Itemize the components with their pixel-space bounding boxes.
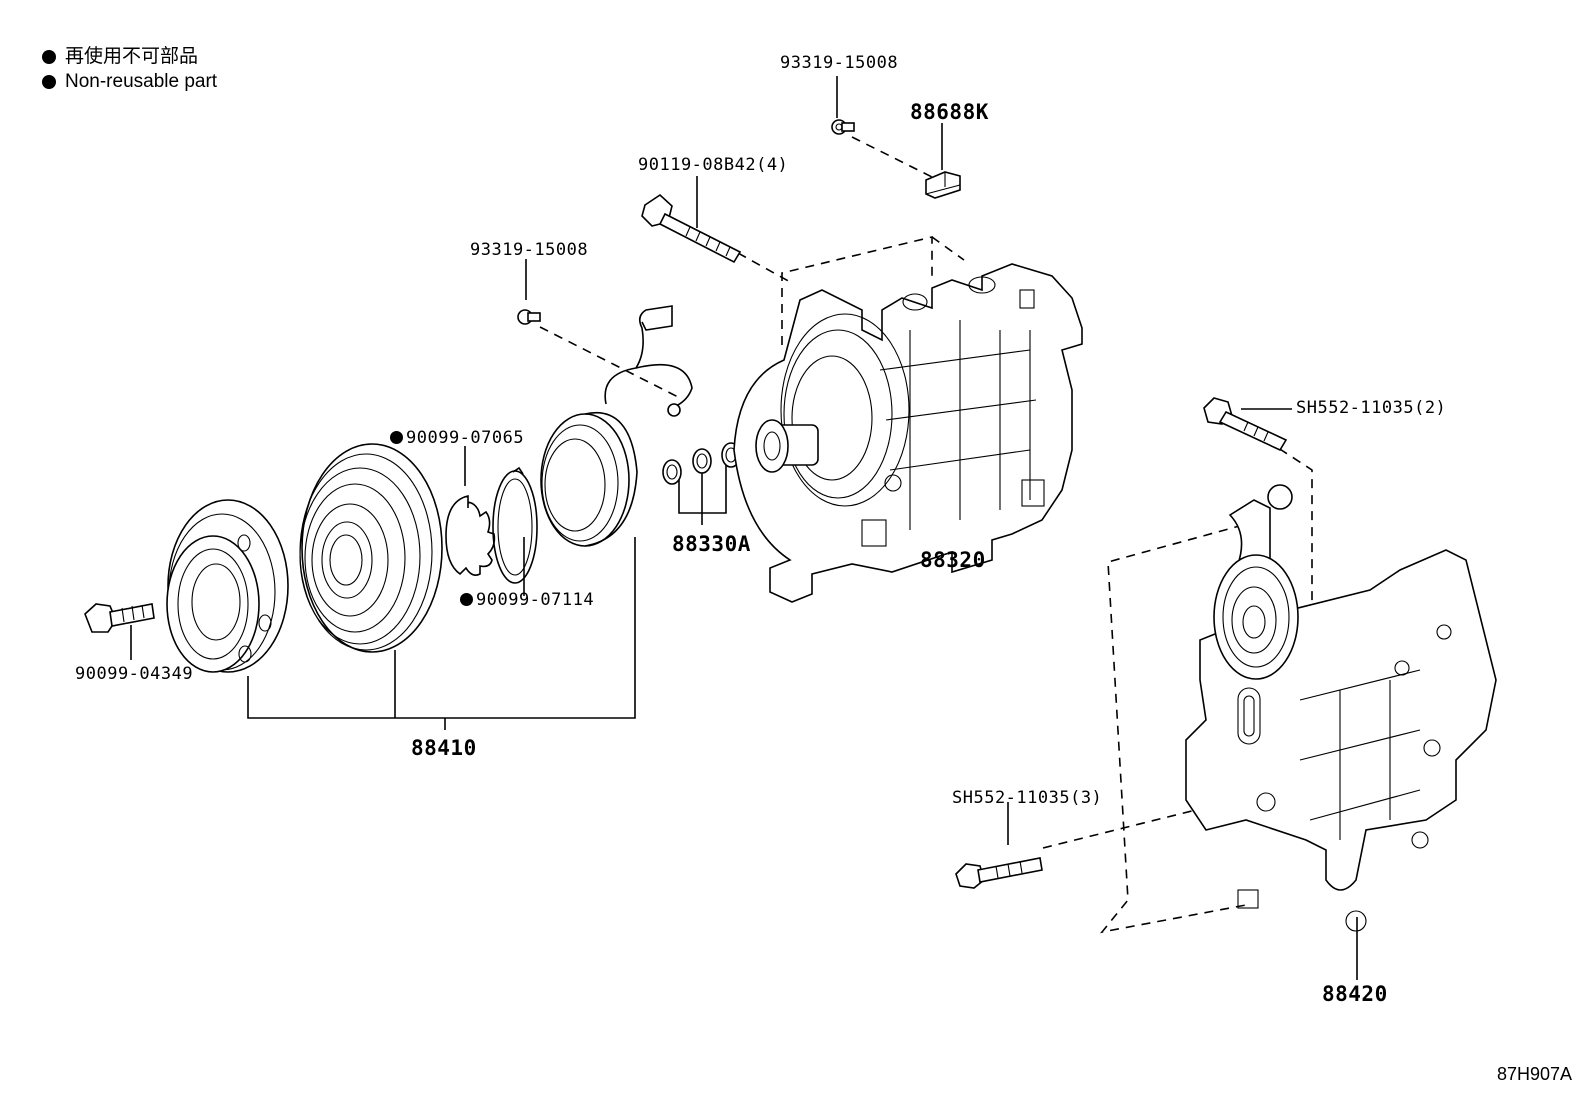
legend-text-en: Non-reusable part bbox=[65, 71, 218, 92]
bracket-bolt-top bbox=[1203, 397, 1288, 452]
filled-dot-icon bbox=[42, 49, 56, 64]
small-screw-left bbox=[517, 309, 541, 325]
label-ring-b-text: 90099-07114 bbox=[476, 590, 595, 610]
stator-coil bbox=[540, 305, 693, 547]
filled-dot-icon bbox=[42, 74, 56, 89]
label-compressor: 88320 bbox=[920, 548, 986, 572]
mounting-bracket bbox=[1185, 484, 1497, 932]
label-small-screw-top: 93319-15008 bbox=[780, 53, 899, 73]
filled-dot-icon bbox=[390, 431, 403, 444]
snap-ring-a bbox=[445, 494, 496, 576]
bracket-clip bbox=[925, 171, 961, 199]
figure-code: 87H907A bbox=[1496, 1064, 1572, 1084]
legend-row-en: Non-reusable part bbox=[42, 69, 217, 94]
label-clutch-assembly: 88410 bbox=[411, 736, 477, 760]
bracket-bolt-low bbox=[955, 857, 1043, 889]
hub-bolt bbox=[84, 603, 155, 633]
label-hub-bolt: 90099-04349 bbox=[75, 664, 194, 684]
label-bracket-clip: 88688K bbox=[910, 100, 989, 124]
small-screw-top bbox=[831, 119, 855, 135]
label-shims: 88330A bbox=[672, 532, 751, 556]
label-bracket-bolt-low: SH552-11035(3) bbox=[952, 788, 1103, 808]
legend: 再使用不可部品 Non-reusable part bbox=[42, 44, 217, 94]
snap-ring-b bbox=[492, 466, 538, 584]
through-bolt bbox=[641, 193, 742, 264]
label-ring-a-text: 90099-07065 bbox=[406, 428, 525, 448]
label-small-screw-left: 93319-15008 bbox=[470, 240, 589, 260]
label-bracket-bolt-top: SH552-11035(2) bbox=[1296, 398, 1447, 418]
legend-row-ja: 再使用不可部品 bbox=[42, 44, 217, 69]
clutch-hub bbox=[166, 499, 289, 673]
label-through-bolt: 90119-08B42(4) bbox=[638, 155, 789, 175]
compressor-body bbox=[733, 263, 1083, 603]
clutch-pulley bbox=[299, 443, 443, 653]
label-ring-a: 90099-07065 bbox=[390, 428, 524, 448]
legend-text-ja: 再使用不可部品 bbox=[65, 46, 199, 67]
label-ring-b: 90099-07114 bbox=[460, 590, 594, 610]
label-bracket: 88420 bbox=[1322, 982, 1388, 1006]
filled-dot-icon bbox=[460, 593, 473, 606]
